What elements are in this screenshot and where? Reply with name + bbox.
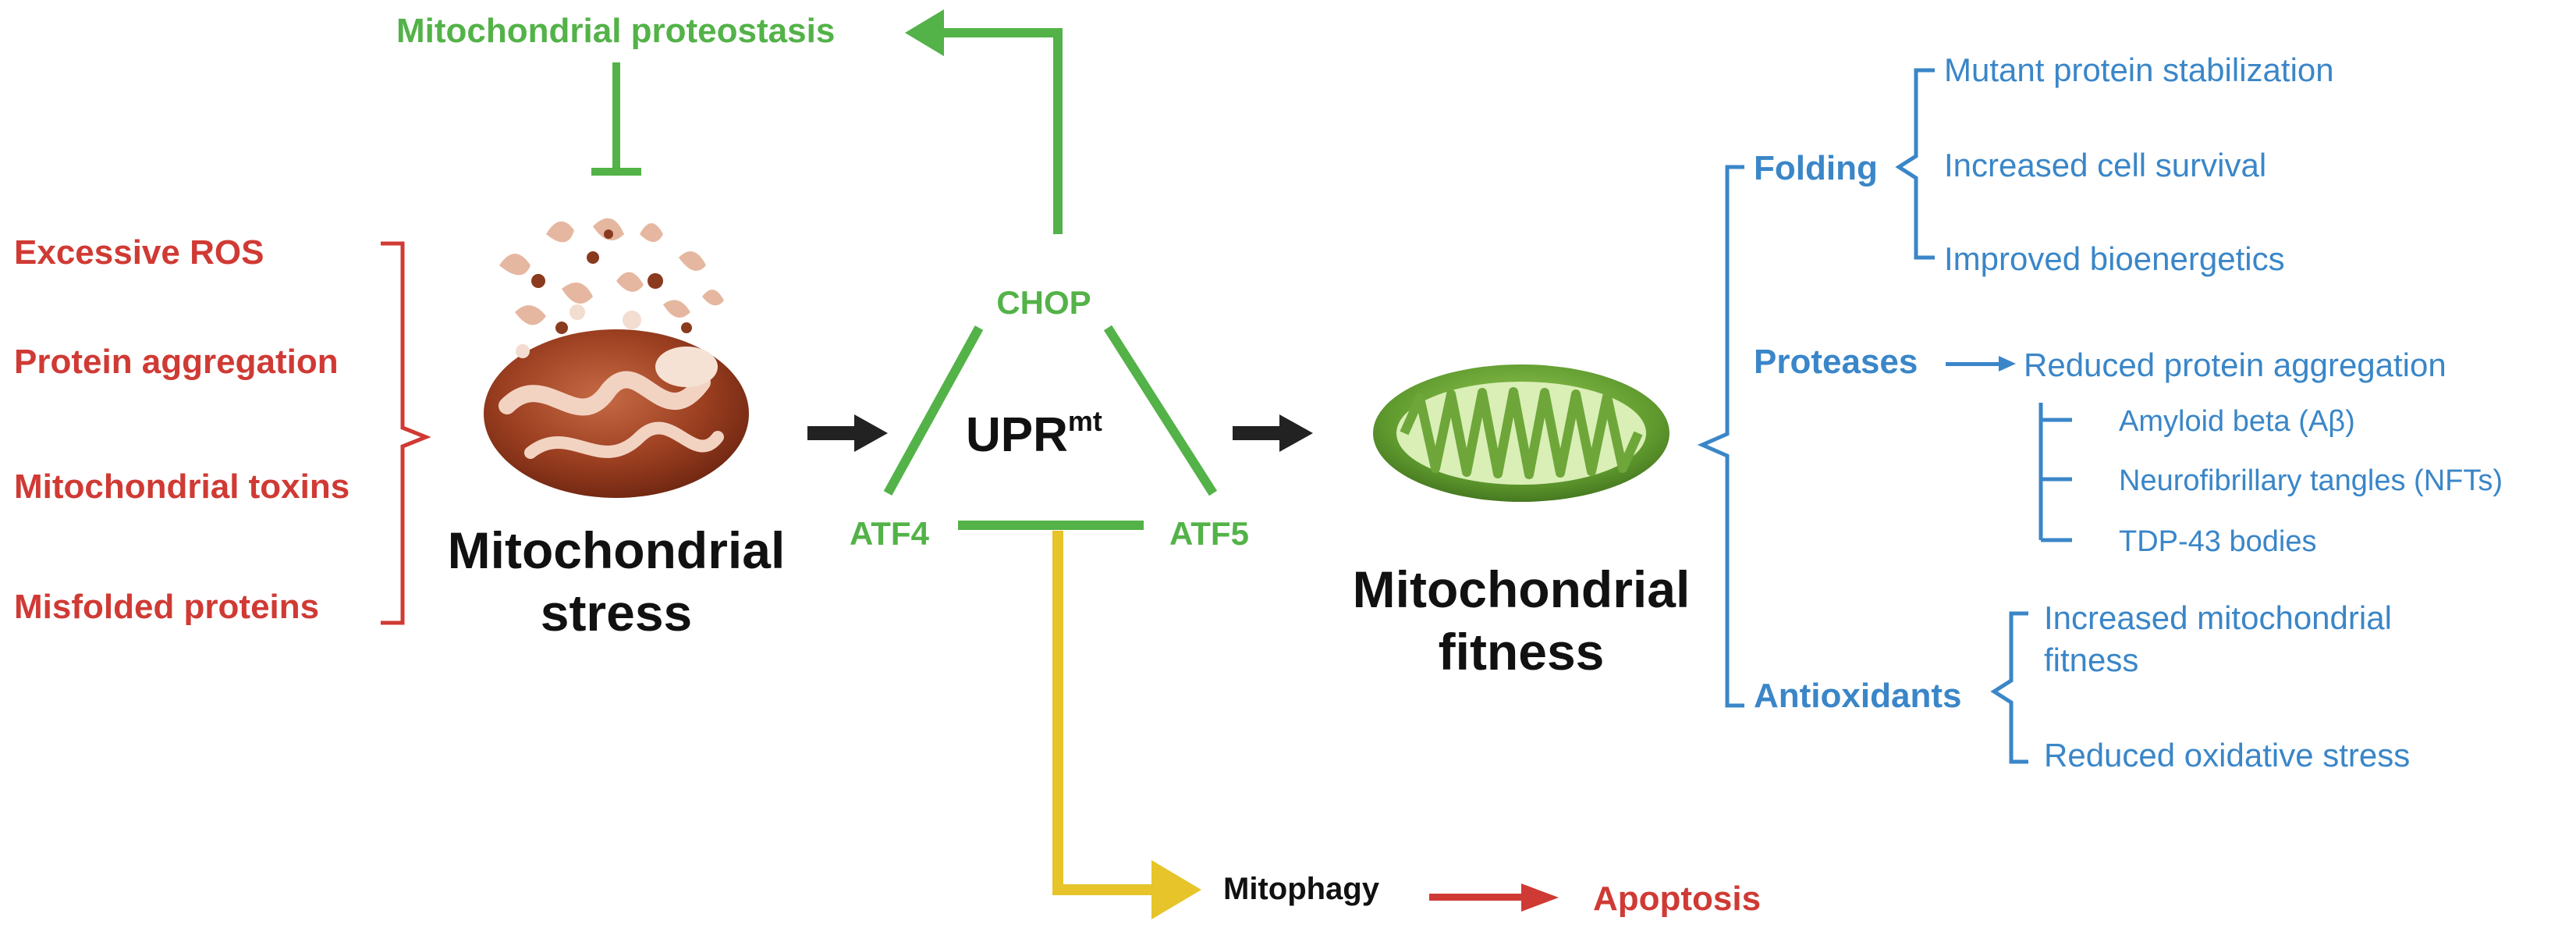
apoptosis-label: Apoptosis (1593, 880, 1761, 918)
proteostasis-inhibition-line (591, 62, 641, 176)
upr-main: UPR (966, 408, 1068, 462)
atf4-label: ATF4 (850, 515, 930, 552)
upr-label: UPRmt (966, 405, 1102, 462)
antioxidants-item-0-line1: Increased mitochondrial (2044, 599, 2392, 636)
upr-triangle (883, 325, 1218, 530)
proteostasis-label: Mitochondrial proteostasis (396, 12, 835, 50)
folding-item-2: Improved bioenergetics (1944, 240, 2285, 277)
proteases-result: Reduced protein aggregation (2024, 347, 2446, 383)
healthy-mitochondrion-image (1373, 364, 1669, 502)
proteostasis-arrowhead (905, 9, 944, 56)
folding-item-0: Mutant protein stabilization (1944, 52, 2334, 88)
mitophagy-label: Mitophagy (1223, 872, 1380, 906)
atf5-label: ATF5 (1169, 515, 1249, 552)
stress-title-line1: Mitochondrial (448, 521, 786, 579)
proteases-item-1: Neurofibrillary tangles (NFTs) (2119, 464, 2503, 497)
upr-superscript: mt (1068, 405, 1102, 437)
mitophagy-arrowhead (1151, 860, 1201, 919)
stressor-excessive-ros: Excessive ROS (14, 233, 264, 272)
arrow-to-upr (807, 414, 888, 452)
stressor-misfolded-proteins: Misfolded proteins (14, 588, 319, 626)
arrow-to-fitness (1233, 414, 1313, 452)
chop-label: CHOP (996, 284, 1091, 321)
stressor-protein-aggregation: Protein aggregation (14, 343, 339, 381)
proteases-item-2: TDP-43 bodies (2119, 525, 2316, 558)
antioxidants-label: Antioxidants (1754, 677, 1961, 715)
proteases-arrow (1946, 356, 2016, 372)
folding-bracket (1895, 68, 1935, 260)
mitophagy-path (1052, 531, 1155, 895)
proteases-item-connector (2038, 403, 2072, 542)
proteases-item-0: Amyloid beta (Aβ) (2119, 405, 2355, 438)
proteostasis-feedback-arrow (936, 28, 1063, 234)
fitness-title-line2: fitness (1439, 623, 1605, 681)
folding-item-1: Increased cell survival (1944, 147, 2266, 183)
folding-label: Folding (1754, 149, 1878, 187)
stressor-list: Excessive ROS Protein aggregation Mitoch… (14, 233, 349, 626)
stressor-mitochondrial-toxins: Mitochondrial toxins (14, 468, 349, 506)
outcomes-main-bracket (1697, 165, 1744, 708)
arrow-to-apoptosis (1429, 883, 1559, 912)
stressed-mitochondrion-image (484, 218, 749, 498)
antioxidants-item-1: Reduced oxidative stress (2044, 737, 2410, 773)
stressor-bracket (381, 241, 431, 625)
antioxidants-bracket (1990, 611, 2028, 764)
stress-title-line2: stress (541, 584, 693, 642)
proteases-label: Proteases (1754, 343, 1918, 381)
fitness-title-line1: Mitochondrial (1353, 560, 1691, 618)
antioxidants-item-0-line2: fitness (2044, 642, 2138, 678)
